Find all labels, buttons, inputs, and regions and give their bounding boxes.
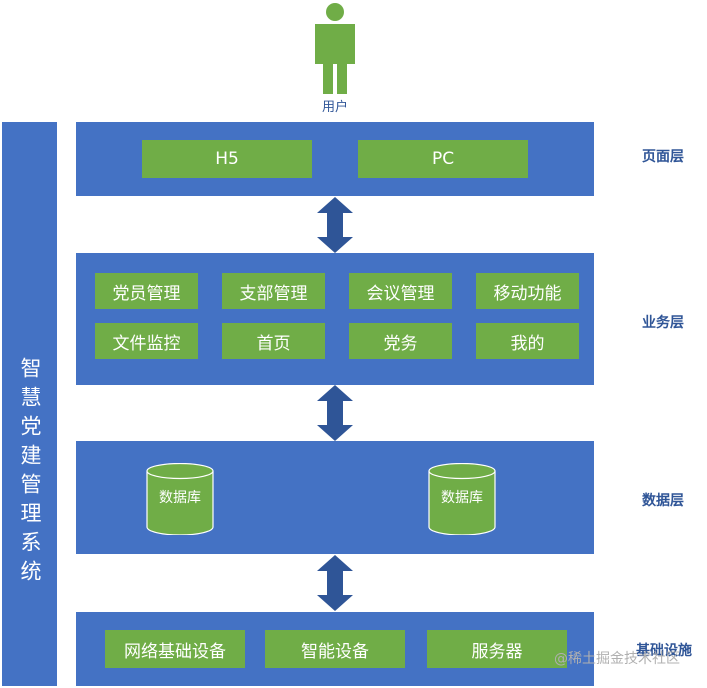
business-item-mobile: 移动功能 [476, 273, 579, 309]
data-layer: 数据库 数据库 [76, 441, 594, 554]
business-item-mine: 我的 [476, 323, 579, 359]
business-item-party-member: 党员管理 [95, 273, 198, 309]
user-label: 用户 [321, 100, 348, 115]
user-icon [315, 3, 355, 94]
business-layer: 党员管理 支部管理 会议管理 移动功能 文件监控 首页 党务 我的 [76, 253, 594, 385]
database-icon: 数据库 [146, 462, 214, 536]
h5-box: H5 [142, 140, 312, 178]
bidirectional-arrow-icon [317, 555, 353, 611]
watermark: @稀土掘金技术社区 [554, 651, 680, 667]
business-item-meeting: 会议管理 [349, 273, 452, 309]
database-label: 数据库 [441, 490, 483, 506]
page-layer-label: 页面层 [642, 149, 684, 165]
system-title: 智慧党建管理系统 [18, 357, 42, 589]
business-layer-label: 业务层 [642, 315, 684, 331]
system-bar: 智慧党建管理系统 [2, 122, 57, 686]
database-icon: 数据库 [428, 462, 496, 536]
business-item-file-monitor: 文件监控 [95, 323, 198, 359]
infrastructure-layer-label: 基础设施 [636, 643, 692, 659]
business-item-branch: 支部管理 [222, 273, 325, 309]
database-label: 数据库 [159, 490, 201, 506]
page-layer: H5 PC [76, 122, 594, 196]
pc-box: PC [358, 140, 528, 178]
business-item-home: 首页 [222, 323, 325, 359]
bidirectional-arrow-icon [317, 385, 353, 441]
data-layer-label: 数据层 [642, 493, 684, 509]
bidirectional-arrow-icon [317, 197, 353, 253]
infrastructure-layer: 网络基础设备 智能设备 服务器 [76, 612, 594, 686]
infra-item-network: 网络基础设备 [105, 630, 245, 668]
infra-item-server: 服务器 [427, 630, 567, 668]
business-item-party-affairs: 党务 [349, 323, 452, 359]
infra-item-smart-device: 智能设备 [265, 630, 405, 668]
